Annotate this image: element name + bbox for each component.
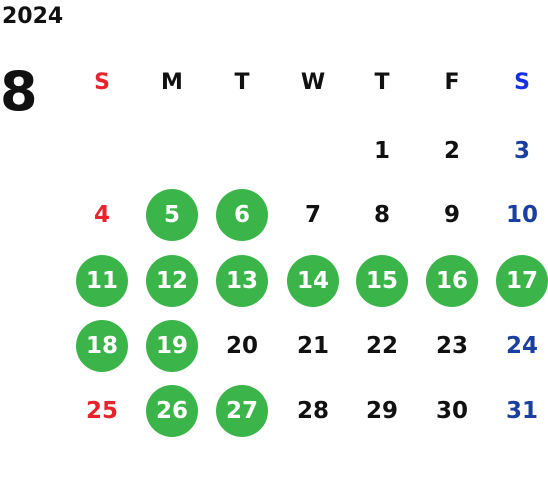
weekday-header-wednesday: W bbox=[300, 69, 326, 95]
highlighted-day-cell: 6 bbox=[216, 189, 268, 241]
day-cell: 22 bbox=[365, 333, 398, 359]
day-cell: 9 bbox=[443, 202, 460, 228]
day-cell: 1 bbox=[373, 138, 390, 164]
day-cell: 30 bbox=[435, 398, 468, 424]
weekday-header-monday: M bbox=[161, 69, 183, 95]
day-cell: 21 bbox=[296, 333, 329, 359]
highlighted-day-cell: 19 bbox=[146, 320, 198, 372]
highlighted-day-cell: 5 bbox=[146, 189, 198, 241]
day-cell: 24 bbox=[505, 333, 538, 359]
day-cell: 31 bbox=[505, 398, 538, 424]
day-cell: 2 bbox=[443, 138, 460, 164]
day-cell: 20 bbox=[225, 333, 258, 359]
highlighted-day-cell: 16 bbox=[426, 255, 478, 307]
day-cell: 23 bbox=[435, 333, 468, 359]
weekday-header-thursday: T bbox=[374, 69, 390, 95]
month-number: 8 bbox=[0, 60, 38, 123]
day-cell: 28 bbox=[296, 398, 329, 424]
highlighted-day-cell: 17 bbox=[496, 255, 548, 307]
weekday-header-friday: F bbox=[444, 69, 460, 95]
day-cell: 4 bbox=[93, 202, 110, 228]
day-cell: 8 bbox=[373, 202, 390, 228]
highlighted-day-cell: 11 bbox=[76, 255, 128, 307]
highlighted-day-cell: 14 bbox=[287, 255, 339, 307]
highlighted-day-cell: 13 bbox=[216, 255, 268, 307]
day-cell: 29 bbox=[365, 398, 398, 424]
day-cell: 3 bbox=[513, 138, 530, 164]
highlighted-day-cell: 15 bbox=[356, 255, 408, 307]
day-cell: 25 bbox=[85, 398, 118, 424]
weekday-header-tuesday: T bbox=[234, 69, 250, 95]
day-cell: 7 bbox=[304, 202, 321, 228]
highlighted-day-cell: 26 bbox=[146, 385, 198, 437]
highlighted-day-cell: 12 bbox=[146, 255, 198, 307]
weekday-header-saturday: S bbox=[514, 69, 530, 95]
day-cell: 10 bbox=[505, 202, 538, 228]
year-label: 2024 bbox=[2, 4, 64, 29]
highlighted-day-cell: 27 bbox=[216, 385, 268, 437]
weekday-header-sunday: S bbox=[94, 69, 110, 95]
highlighted-day-cell: 18 bbox=[76, 320, 128, 372]
